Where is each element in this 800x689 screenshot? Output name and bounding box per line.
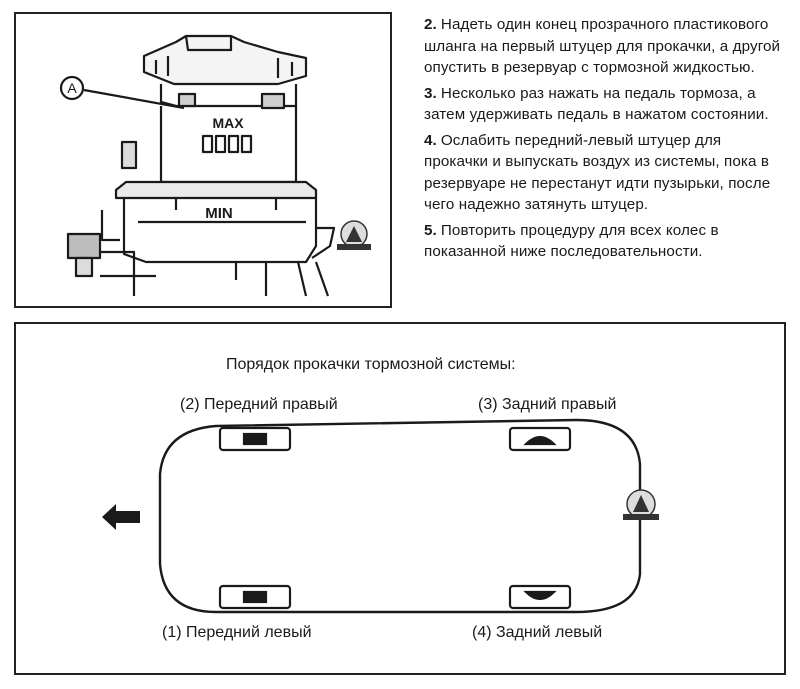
watermark-logo [623, 489, 659, 520]
direction-arrow-icon [102, 504, 140, 530]
label-rear-left: (4) Задний левый [472, 624, 603, 641]
reservoir-figure: A MAX MIN [14, 12, 392, 308]
callout-a-label: A [67, 80, 77, 96]
instruction-steps: 2.Надеть один конец прозрачного пластико… [424, 14, 786, 267]
step-2: 2.Надеть один конец прозрачного пластико… [424, 16, 781, 76]
reservoir-drawing: A MAX MIN [59, 34, 371, 297]
car-outline [158, 418, 642, 614]
wheel-rear-right [508, 426, 572, 452]
step-5: 5.Повторить процедуру для всех колес в п… [424, 221, 719, 261]
step-3: 3.Несколько раз нажать на педаль тормоза… [424, 84, 769, 124]
wheel-front-right [218, 426, 292, 452]
label-front-right: (2) Передний правый [180, 396, 338, 413]
car-outline-drawing [102, 418, 659, 614]
bleed-order-diagram: Порядок прокачки тормозной системы: (2) … [14, 322, 786, 675]
wheel-rear-left [508, 584, 572, 610]
wheel-front-left [218, 584, 292, 610]
step-4: 4.Ослабить передний-левый штуцер для про… [424, 131, 771, 214]
label-rear-right: (3) Задний правый [478, 396, 617, 413]
label-front-left: (1) Передний левый [162, 624, 312, 641]
min-label: MIN [205, 205, 233, 222]
max-label: MAX [212, 115, 244, 131]
watermark-logo [337, 220, 371, 250]
bleed-order-title: Порядок прокачки тормозной системы: [226, 356, 516, 373]
